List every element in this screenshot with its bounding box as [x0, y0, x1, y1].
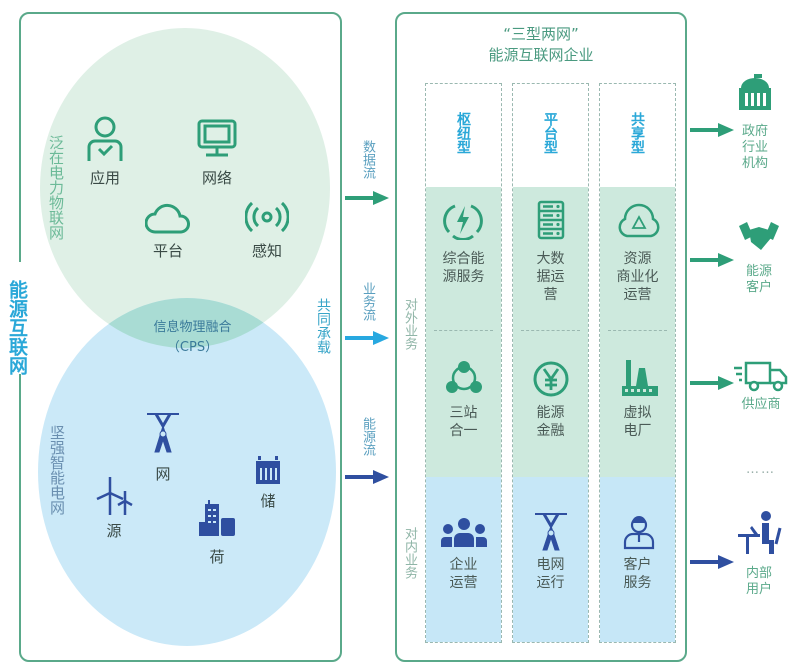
- cell-label: 客户服务: [623, 557, 652, 591]
- actor-arrow: [690, 123, 734, 137]
- yuan-icon: [533, 361, 569, 397]
- iot-circle: [40, 28, 330, 348]
- main-title: 能源互联网: [6, 280, 28, 375]
- government-building-icon: [739, 74, 771, 110]
- item-label: 荷: [209, 548, 225, 566]
- delivery-truck-icon: [734, 361, 788, 392]
- cloud-icon: [145, 203, 190, 234]
- column-head: 共享型: [629, 112, 645, 154]
- handshake-icon: [739, 222, 779, 250]
- cell-label: 电网运行: [536, 557, 565, 591]
- factory-buildings-icon: [199, 500, 235, 536]
- data-flow-label: 数据流: [360, 140, 375, 179]
- power-plant-icon: [622, 360, 658, 396]
- monitor-icon: [197, 119, 237, 157]
- cell-label: 资源商业化运营: [616, 251, 659, 303]
- cell-label: 三站合一: [449, 405, 478, 439]
- actor-arrow: [690, 555, 734, 569]
- actor-label: 能源客户: [745, 264, 772, 295]
- cell-label: 综合能源服务: [442, 251, 485, 285]
- enterprise-title: “三型两网” 能源互联网企业: [488, 25, 594, 64]
- cell-label: 企业运营: [449, 557, 478, 591]
- item-label: 网: [155, 465, 171, 483]
- smart-grid-circle: [38, 298, 336, 646]
- item-label: 平台: [152, 242, 183, 260]
- column-head: 枢纽型: [455, 112, 471, 154]
- item-label: 储: [260, 492, 276, 510]
- customer-service-icon: [623, 516, 655, 550]
- user-check-icon: [87, 116, 123, 161]
- actor-arrow: [690, 253, 734, 267]
- three-stations-icon: [446, 361, 482, 393]
- wind-turbine-icon: [96, 477, 133, 515]
- column-hub: [425, 83, 502, 643]
- power-tower-icon: [535, 513, 567, 551]
- cell-label: 能源金融: [536, 405, 565, 439]
- smart-grid-label: 坚强智能电网: [48, 425, 66, 515]
- ellipsis-icon: ……: [746, 462, 776, 477]
- actor-label: 政府行业机构: [741, 124, 768, 171]
- item-label: 感知: [251, 242, 282, 260]
- column-head: 平台型: [542, 112, 558, 154]
- cell-label: 虚拟电厂: [623, 405, 652, 439]
- signal-icon: [245, 201, 289, 233]
- shared-carry-label: 共同承载: [315, 298, 331, 354]
- item-label: 应用: [89, 169, 120, 187]
- column-platform: [512, 83, 589, 643]
- actor-label: 内部用户: [745, 566, 772, 597]
- energy-flow-label: 能源流: [360, 417, 375, 456]
- cell-label: 大数据运营: [536, 251, 565, 303]
- item-label: 源: [106, 522, 122, 540]
- server-icon: [537, 200, 565, 240]
- iot-label: 泛在电力物联网: [47, 135, 65, 240]
- team-icon: [441, 518, 487, 547]
- actor-arrow: [690, 376, 734, 390]
- battery-storage-icon: [256, 456, 280, 484]
- power-tower-icon: [147, 413, 179, 453]
- lightning-icon: [443, 204, 483, 240]
- internal-business-label: 对内业务: [402, 527, 417, 579]
- data-flow-arrow: [345, 191, 389, 205]
- item-label: 网络: [201, 169, 232, 187]
- actor-label: 供应商: [741, 397, 781, 412]
- cps-label: 信息物理融合 （CPS）: [153, 320, 232, 355]
- recycle-cloud-icon: [618, 203, 660, 238]
- business-flow-arrow: [345, 331, 389, 345]
- energy-flow-arrow: [345, 470, 389, 484]
- external-business-label: 对外业务: [402, 298, 417, 350]
- business-flow-label: 业务流: [360, 282, 375, 321]
- office-worker-icon: [738, 511, 782, 554]
